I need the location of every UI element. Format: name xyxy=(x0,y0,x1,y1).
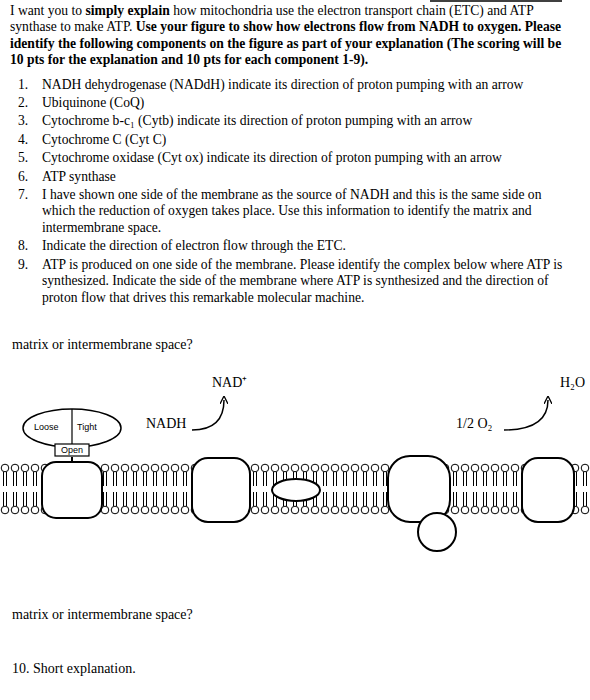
list-item: 3.Cytochrome b-c₁ (Cytb) indicate its di… xyxy=(10,113,578,129)
complex-i xyxy=(192,458,250,522)
head-part xyxy=(23,409,121,447)
oxygen-reduction-arrow xyxy=(504,400,548,430)
substrate-label: NADH xyxy=(146,415,186,432)
list-item: 7.I have shown one side of the membrane … xyxy=(10,187,578,236)
item-text: ATP is produced on one side of the membr… xyxy=(42,257,578,306)
item-number: 7. xyxy=(10,187,42,236)
instruction-text: I want you to xyxy=(10,3,82,18)
nadh-oxidation-arrow xyxy=(192,400,224,430)
list-item: 9.ATP is produced on one side of the mem… xyxy=(10,257,578,306)
list-item: 6.ATP synthase xyxy=(10,169,578,185)
bold-instruction: simply explain xyxy=(86,3,170,18)
item-text: NADH dehydrogenase (NADdH) indicate its … xyxy=(42,77,578,93)
item-text: Ubiquinone (CoQ) xyxy=(42,95,578,111)
list-item: 2.Ubiquinone (CoQ) xyxy=(10,95,578,111)
item-text: Cytochrome b-c₁ (Cytb) indicate its dire… xyxy=(42,113,578,129)
item-number: 3. xyxy=(10,113,42,129)
item-number: 1. xyxy=(10,77,42,93)
item-number: 9. xyxy=(10,257,42,306)
item-number: 2. xyxy=(10,95,42,111)
item-number: 8. xyxy=(10,238,42,254)
item-text: ATP synthase xyxy=(42,169,578,185)
list-item: 5.Cytochrome oxidase (Cyt ox) indicate i… xyxy=(10,150,578,166)
atp-synthase-head: Loose TightOpen xyxy=(22,408,122,458)
product-label: NAD⁺ xyxy=(212,374,247,391)
item-text: Cytochrome oxidase (Cyt ox) indicate its… xyxy=(42,150,578,166)
subunit-state: Loose xyxy=(34,422,59,432)
complex-iv xyxy=(522,458,574,522)
item-number: 6. xyxy=(10,169,42,185)
atp-synthase-fo xyxy=(42,462,102,518)
coq-oval xyxy=(272,479,320,501)
rule-line xyxy=(430,0,562,2)
item-text: Cytochrome C (Cyt C) xyxy=(42,132,578,148)
side-question: matrix or intermembrane space? xyxy=(12,336,193,353)
head-part xyxy=(55,444,89,456)
head-part xyxy=(71,409,72,444)
item-text: Indicate the direction of electron flow … xyxy=(42,238,578,254)
subunit-state: Tight xyxy=(77,422,97,432)
list-item: 4.Cytochrome C (Cyt C) xyxy=(10,132,578,148)
item-number: 4. xyxy=(10,132,42,148)
substrate-label: 1/2 O₂ xyxy=(456,415,492,432)
subunit-state: Open xyxy=(61,445,83,455)
atp-synthase-stalk xyxy=(71,457,73,462)
item-number: 5. xyxy=(10,150,42,166)
list-item: 1.NADH dehydrogenase (NADdH) indicate it… xyxy=(10,77,578,93)
list-item: 8.Indicate the direction of electron flo… xyxy=(10,238,578,254)
side-question: matrix or intermembrane space? xyxy=(12,606,193,623)
question-text: I want you to simply explain how mitocho… xyxy=(10,3,578,308)
item-text: I have shown one side of the membrane as… xyxy=(42,187,578,236)
intro-paragraph: I want you to simply explain how mitocho… xyxy=(10,3,578,69)
product-label: H₂O xyxy=(560,374,585,391)
question-number: 10. Short explanation. xyxy=(12,660,136,677)
cytochrome-c-circle xyxy=(418,513,456,551)
complex-iii xyxy=(388,456,450,522)
